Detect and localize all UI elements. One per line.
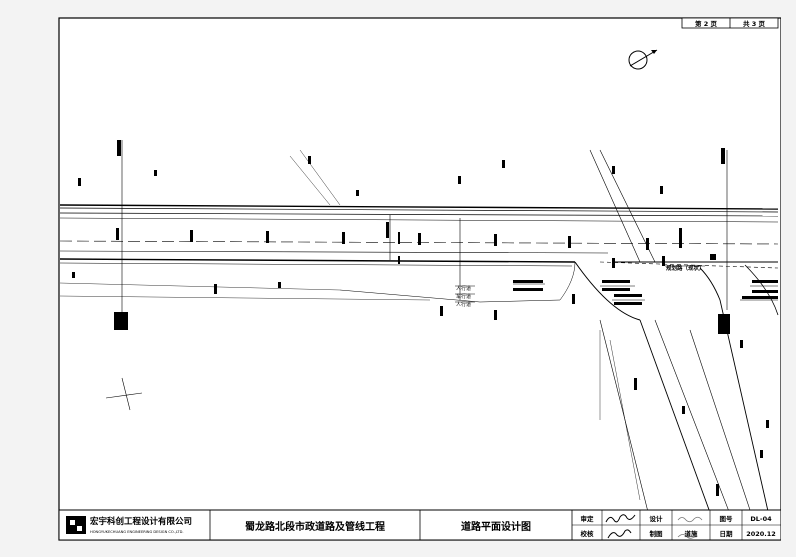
company-logo-icon bbox=[66, 516, 86, 534]
company-name-en: HONGYUKECHUANG ENGINEERING DESIGN CO.,LT… bbox=[90, 530, 183, 534]
annotation-leaders: 人行道 车行道 人行道 规划路（现状） bbox=[455, 264, 778, 308]
crosshair-icon bbox=[105, 377, 143, 411]
annotation-sidewalk-1: 人行道 bbox=[456, 285, 471, 292]
paper-border bbox=[58, 17, 782, 541]
drawing-title: 道路平面设计图 bbox=[461, 520, 531, 533]
project-name: 蜀龙路北段市政道路及管线工程 bbox=[245, 520, 385, 533]
signature-design bbox=[677, 516, 703, 539]
design-label: 设计 bbox=[650, 514, 664, 523]
junction-road-label: 规划路（现状） bbox=[666, 264, 705, 272]
date-value: 2020.12 bbox=[746, 530, 776, 538]
check-label: 校核 bbox=[581, 529, 595, 538]
survey-marks bbox=[72, 140, 769, 496]
title-block: 宏宇科创工程设计有限公司 HONGYUKECHUANG ENGINEERING … bbox=[58, 509, 782, 541]
north-arrow-icon bbox=[628, 49, 658, 70]
sheet-number-label: 第 2 页 bbox=[695, 19, 718, 28]
sheet-counter: 第 2 页 共 3 页 bbox=[681, 17, 779, 29]
road-plan bbox=[59, 140, 779, 541]
total-sheets-label: 共 3 页 bbox=[743, 19, 766, 28]
annotation-sidewalk-2: 车行道 bbox=[456, 293, 471, 300]
drawing-no-value: DL-04 bbox=[750, 515, 772, 523]
draw-label: 制图 bbox=[650, 529, 664, 538]
discipline-value: 道施 bbox=[685, 529, 699, 538]
date-label: 日期 bbox=[720, 529, 734, 538]
signature-review bbox=[605, 514, 636, 539]
review-label: 审定 bbox=[581, 514, 595, 523]
viewer-right-margin bbox=[781, 0, 796, 557]
annotation-sidewalk-3: 人行道 bbox=[456, 301, 471, 308]
company-name: 宏宇科创工程设计有限公司 bbox=[90, 516, 192, 527]
drawing-no-label: 图号 bbox=[720, 514, 734, 523]
